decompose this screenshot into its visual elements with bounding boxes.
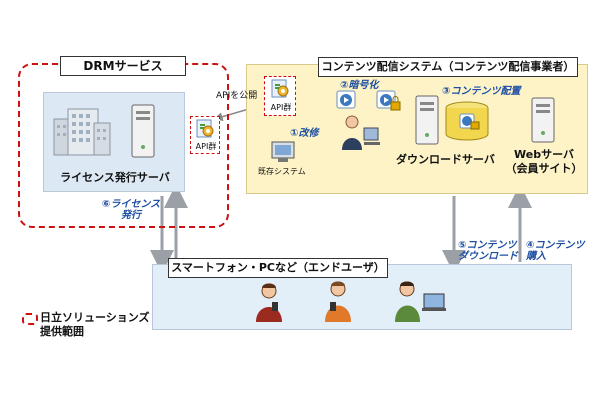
drm-service-title: DRMサービス [60,56,186,76]
content-download-label: ⑤コンテンツ ダウンロード [458,240,518,262]
gear-file-icon [271,79,289,98]
encrypted-media-icon [376,90,401,111]
office-building-icon [53,108,111,156]
existing-system-label: 既存システム [258,167,306,176]
license-server-panel: ライセンス発行サーバ [43,92,185,192]
pc-user-icon [395,281,446,322]
cdn-api-group-card: API群 [264,76,296,116]
license-issue-label: ⑥ライセンス 発行 [101,199,161,221]
legend-dashed-swatch [22,313,38,325]
content-purchase-label: ④コンテンツ 購入 [526,240,585,262]
media-file-icon [336,90,356,109]
drm-api-group-card: API群 [190,116,220,154]
operator-person-icon [342,115,380,150]
end-user-title: スマートフォン・PCなど（エンドユーザ） [168,258,388,278]
download-server-label: ダウンロードサーバ [396,153,495,166]
existing-system-icon [271,141,295,162]
gear-file-icon [196,119,214,138]
modify-label: ①改修 [290,128,319,139]
cdn-api-group-label: API群 [270,103,292,112]
encrypt-label: ②暗号化 [340,80,379,91]
web-server-icon [531,97,555,143]
license-issue-arrow [150,184,188,274]
license-server-icon [131,104,155,158]
content-distribution-title: コンテンツ配信システム（コンテンツ配信事業者） [318,57,578,77]
license-server-label: ライセンス発行サーバ [60,171,170,184]
legend-label: 日立ソリューションズ 提供範囲 [40,311,150,338]
smartphone-user-icon [256,283,282,322]
mobile-user-icon [325,281,351,322]
deploy-label: ③コンテンツ配置 [442,86,521,97]
content-storage-icon [445,101,489,141]
drm-api-group-label: API群 [195,142,217,151]
download-server-icon [415,95,439,145]
api-publish-label: APIを公開 [216,91,258,101]
web-server-label: Webサーバ （会員サイト） [505,148,583,175]
